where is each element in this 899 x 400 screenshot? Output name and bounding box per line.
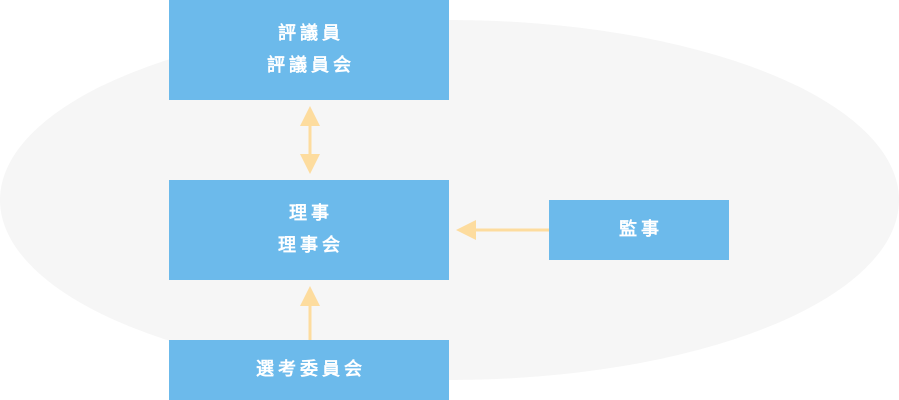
board-of-directors-label: 理事会 <box>278 235 344 256</box>
councilors-box: 評議員 評議員会 <box>169 0 449 100</box>
selection-committee-label: 選考委員会 <box>256 359 366 380</box>
directors-label: 理事 <box>289 203 333 224</box>
councilors-label: 評議員 <box>278 23 344 44</box>
auditors-box: 監事 <box>549 200 729 260</box>
board-of-councilors-label: 評議員会 <box>267 55 355 76</box>
selection-committee-box: 選考委員会 <box>169 340 449 400</box>
background-ellipse <box>0 20 899 380</box>
auditors-label: 監事 <box>619 219 663 240</box>
directors-box: 理事 理事会 <box>169 180 449 280</box>
